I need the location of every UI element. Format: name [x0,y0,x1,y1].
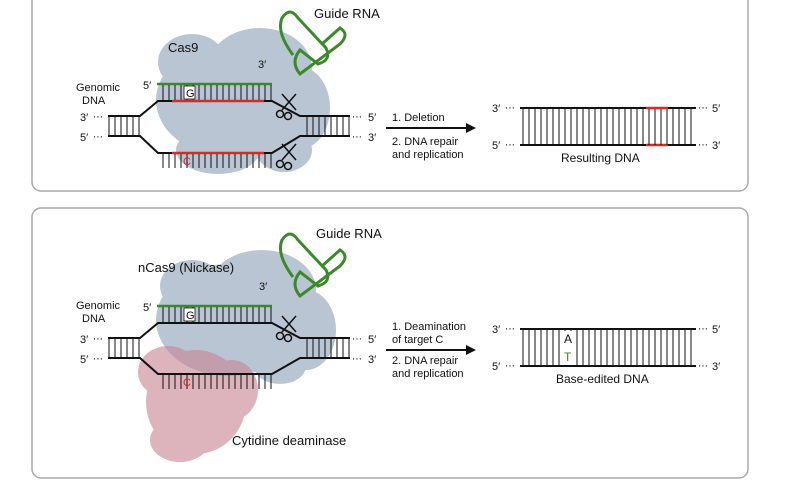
right-dots-top: ⋯ [352,112,362,123]
resulting-dna-label: Resulting DNA [561,151,640,165]
result-bottom-right-label: 3′ [712,361,720,373]
result-bottom-right-dots: ⋯ [698,140,708,151]
guide-rna-rungs [158,85,272,101]
edited-base-highlight [563,331,573,365]
result-bottom-left-label: 5′ [492,361,500,373]
edited-base-t: T [564,350,572,364]
result-bottom-right-dots: ⋯ [698,361,708,372]
edited-base-a: A [564,332,572,346]
guide-rna-end-label: 3′ [258,59,266,71]
right-three-prime: 3′ [368,132,376,144]
left-duplex-rungs [108,339,140,358]
left-three-prime: 3′ [80,112,88,124]
result-rungs [521,330,695,366]
result-rungs [521,109,695,145]
step1-label-line2: of target C [392,334,443,346]
result-bottom-left-dots: ⋯ [505,140,515,151]
genomic-dna-label-line1: Genomic [76,300,121,312]
guide-rna-rungs [158,307,272,323]
genomic-dna-label-line2: DNA [82,313,106,325]
result-top-right-label: 5′ [712,103,720,115]
result-top-left-dots: ⋯ [505,324,515,335]
bottom-strand-rungs [158,375,272,389]
process-arrow-head [466,123,476,133]
panel-border [31,207,749,479]
guide-rna-label: Guide RNA [316,226,382,241]
left-dots-top: ⋯ [93,112,103,123]
base-c: C [183,156,191,168]
right-duplex-rungs [302,117,350,136]
step2-label-line2: and replication [392,149,464,161]
base-g: G [186,88,195,100]
base-g-box [183,85,196,100]
cytidine-deaminase-label: Cytidine deaminase [232,433,346,448]
result-top-left-label: 3′ [492,324,500,336]
right-dots-top: ⋯ [352,334,362,345]
base-g-box [183,307,196,322]
base-g: G [186,310,195,322]
right-five-prime: 5′ [368,334,376,346]
guide-rna-label: Guide RNA [314,6,380,21]
step2-label-line2: and replication [392,368,464,380]
left-five-prime: 5′ [80,132,88,144]
right-dots-bottom: ⋯ [352,354,362,365]
dna-top-strand [108,322,350,339]
result-bottom-left-label: 5′ [492,140,500,152]
cas9-protein [156,28,330,174]
guide-rna-five-prime: 5′ [143,80,151,92]
base-edited-dna-label: Base-edited DNA [556,372,649,386]
cas9-label: Cas9 [168,40,198,55]
genomic-dna-label-line2: DNA [82,95,106,107]
left-dots-top: ⋯ [93,334,103,345]
step2-label-line1: 2. DNA repair [392,136,458,148]
left-dots-bottom: ⋯ [93,132,103,143]
base-c: C [183,377,191,389]
scissors-icon [275,315,297,343]
result-top-left-dots: ⋯ [505,103,515,114]
result-bottom-right-label: 3′ [712,140,720,152]
left-duplex-rungs [108,117,140,136]
panel-border [31,0,749,192]
result-top-right-dots: ⋯ [698,324,708,335]
right-three-prime: 3′ [368,354,376,366]
guide-rna-five-prime: 5′ [143,302,151,314]
step1-label-line1: 1. Deamination [392,321,466,333]
left-five-prime: 5′ [80,354,88,366]
result-top-left-label: 3′ [492,103,500,115]
left-dots-bottom: ⋯ [93,354,103,365]
process-arrow-head [466,345,476,355]
step1-label: 1. Deletion [392,112,445,124]
ncas9-label: nCas9 (Nickase) [138,260,234,275]
bottom-strand-rungs [158,154,272,168]
scissors-icon [275,93,297,121]
right-dots-bottom: ⋯ [352,132,362,143]
result-top-right-label: 5′ [712,324,720,336]
step2-label-line1: 2. DNA repair [392,355,458,367]
genomic-dna-label-line1: Genomic [76,82,121,94]
guide-rna-strand [278,232,347,299]
result-bottom-left-dots: ⋯ [505,361,515,372]
scissors-icon [275,143,297,171]
guide-rna-strand [278,10,347,77]
right-five-prime: 5′ [368,112,376,124]
left-three-prime: 3′ [80,334,88,346]
result-top-right-dots: ⋯ [698,103,708,114]
right-duplex-rungs [302,339,350,358]
guide-rna-end-label: 3′ [259,281,267,293]
